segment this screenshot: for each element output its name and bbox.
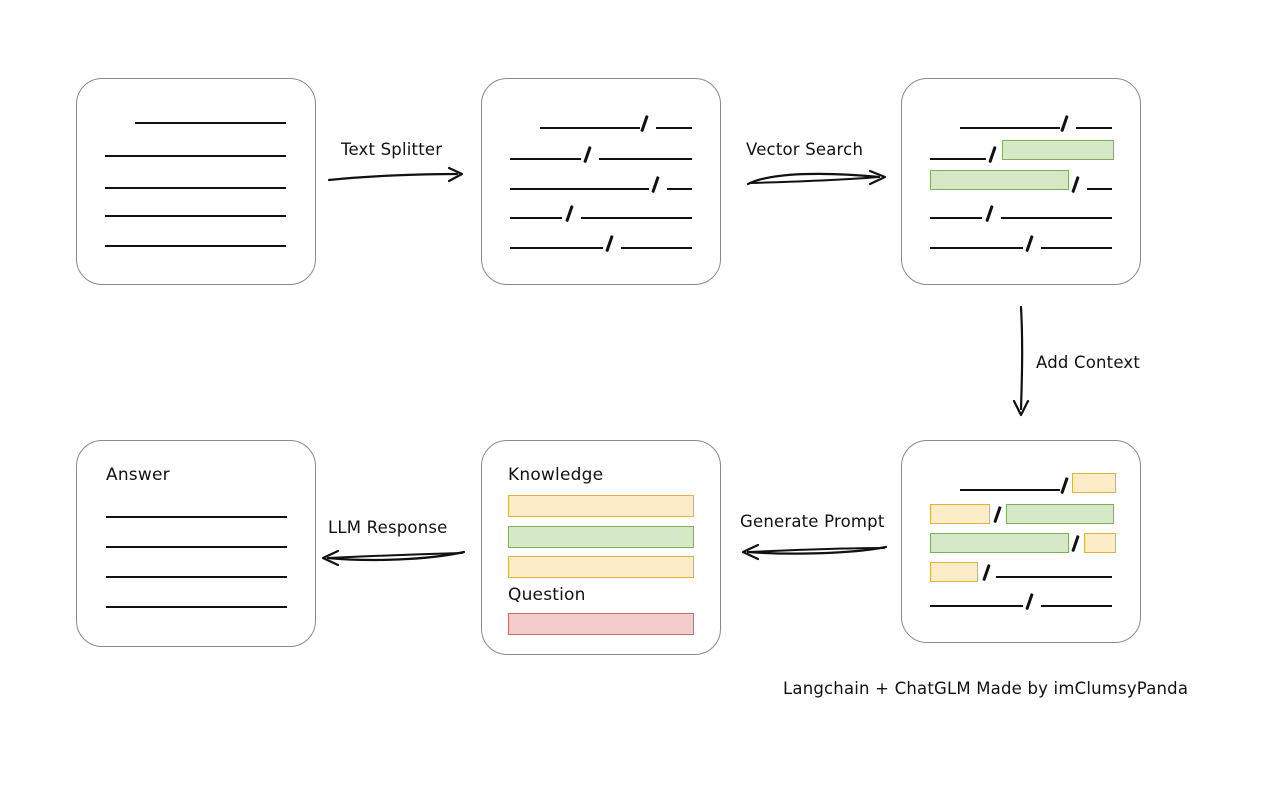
text-line	[105, 187, 286, 189]
question-heading: Question	[508, 585, 586, 605]
question-bar	[508, 613, 694, 635]
chunk-segment	[1041, 247, 1112, 249]
chunk-segment	[960, 127, 1060, 129]
knowledge-bar	[508, 526, 694, 548]
edge-generate-prompt: Generate Prompt	[740, 512, 890, 562]
arrow-left-icon	[741, 543, 888, 561]
knowledge-heading: Knowledge	[508, 465, 604, 485]
card-source-document	[76, 78, 316, 285]
chunk-segment	[656, 127, 692, 129]
chunk-segment	[930, 605, 1023, 607]
text-line	[105, 245, 286, 247]
chunk-segment	[1076, 127, 1112, 129]
knowledge-bar	[508, 495, 694, 517]
text-line	[106, 576, 287, 578]
edge-generate-prompt-label: Generate Prompt	[740, 512, 885, 531]
edge-add-context-label: Add Context	[1036, 353, 1141, 372]
edge-add-context: Add Context	[1000, 305, 1160, 425]
chunk-segment	[1041, 605, 1112, 607]
chunk-segment	[510, 158, 581, 160]
edge-llm-response-label: LLM Response	[328, 518, 448, 537]
chunk-segment	[960, 489, 1060, 491]
arrow-down-icon	[1012, 305, 1030, 417]
chunk-segment	[510, 217, 562, 219]
chunk-segment	[510, 247, 603, 249]
matched-chunk-highlight	[1002, 140, 1114, 160]
text-line	[105, 155, 286, 157]
context-chunk-highlight	[930, 504, 990, 524]
matched-chunk-highlight	[930, 533, 1069, 553]
arrow-left-icon	[321, 549, 466, 567]
matched-chunk-highlight	[1006, 504, 1114, 524]
card-answer	[76, 440, 316, 647]
credit-text: Langchain + ChatGLM Made by imClumsyPand…	[783, 679, 1189, 698]
chunk-segment	[667, 188, 692, 190]
card-split-chunks	[481, 78, 721, 285]
chunk-segment	[581, 217, 692, 219]
chunk-segment	[996, 576, 1112, 578]
chunk-segment	[930, 247, 1023, 249]
text-line	[106, 546, 287, 548]
edge-vector-search: Vector Search	[746, 140, 891, 190]
edge-vector-search-label: Vector Search	[746, 140, 864, 159]
answer-heading: Answer	[106, 465, 170, 485]
edge-text-splitter-label: Text Splitter	[341, 140, 443, 159]
edge-text-splitter: Text Splitter	[327, 140, 467, 190]
chunk-segment	[540, 127, 640, 129]
arrow-right-icon	[327, 166, 464, 183]
text-line	[135, 122, 286, 124]
chunk-segment	[1087, 188, 1112, 190]
arrow-right-icon	[746, 169, 887, 186]
chunk-segment	[621, 247, 692, 249]
text-line	[106, 516, 287, 518]
context-chunk-highlight	[1072, 473, 1116, 493]
chunk-segment	[930, 158, 986, 160]
text-line	[105, 215, 286, 217]
chunk-segment	[930, 217, 982, 219]
chunk-segment	[599, 158, 692, 160]
knowledge-bar	[508, 556, 694, 578]
chunk-segment	[1001, 217, 1112, 219]
context-chunk-highlight	[1084, 533, 1116, 553]
edge-llm-response: LLM Response	[320, 518, 470, 568]
matched-chunk-highlight	[930, 170, 1069, 190]
context-chunk-highlight	[930, 562, 978, 582]
text-line	[106, 606, 287, 608]
chunk-segment	[510, 188, 649, 190]
